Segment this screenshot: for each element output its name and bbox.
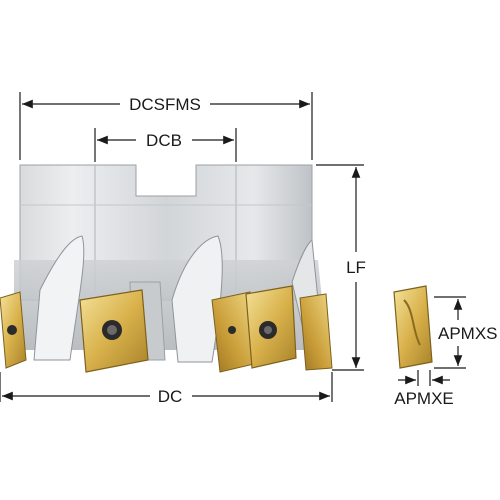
- insert-detail: [393, 285, 433, 369]
- cutter-insert-left: [0, 291, 27, 369]
- dimension-lines: [0, 92, 466, 402]
- cutter-insert-right: [245, 285, 297, 369]
- cutter-insert-main: [79, 289, 149, 373]
- label-lf: LF: [346, 258, 366, 277]
- cutter-body: [14, 164, 322, 363]
- cutter-insert-edge: [299, 293, 333, 371]
- label-dcsfms: DCSFMS: [129, 95, 201, 114]
- label-dc: DC: [158, 387, 183, 406]
- label-apmxs: APMXS: [438, 324, 498, 343]
- label-apmxe: APMXE: [394, 389, 454, 408]
- label-dcb: DCB: [146, 131, 182, 150]
